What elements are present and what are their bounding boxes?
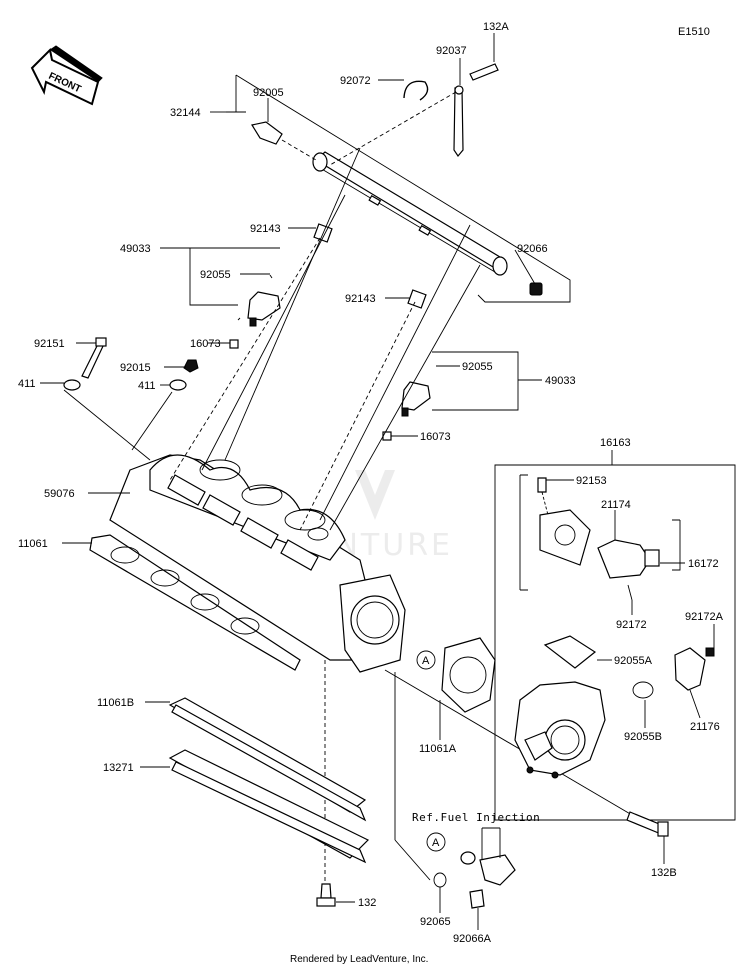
cap-92066 <box>529 282 543 296</box>
label-92055-b: 92055 <box>462 361 493 373</box>
label-132: 132 <box>358 897 376 909</box>
bracket-49033-left <box>189 247 280 306</box>
label-92172A: 92172A <box>685 611 724 623</box>
label-92143-b: 92143 <box>345 293 376 305</box>
label-59076: 59076 <box>44 488 75 500</box>
gasket-11061A <box>441 637 496 713</box>
label-11061: 11061 <box>18 538 48 550</box>
fuel-rail-group <box>226 74 571 303</box>
fitting-92005 <box>251 121 283 145</box>
washer-411-b <box>169 379 187 391</box>
idle-speed-control-16172 <box>539 509 660 601</box>
injector-right <box>382 289 431 441</box>
label-11061A: 11061A <box>419 743 457 755</box>
callout-a-marker <box>416 650 436 670</box>
injector-left <box>229 223 333 349</box>
leader-lines <box>169 147 633 890</box>
label-92172: 92172 <box>616 619 647 631</box>
label-leaders <box>40 33 715 930</box>
label-92055A: 92055A <box>614 655 653 667</box>
callout-a-label: A <box>422 655 430 667</box>
label-92015: 92015 <box>120 362 151 374</box>
label-92065: 92065 <box>420 916 451 928</box>
bolt-132 <box>320 883 332 899</box>
nut-92015 <box>183 359 199 373</box>
intake-manifold-59076 <box>109 454 406 673</box>
label-13271: 13271 <box>103 762 134 774</box>
label-411-b: 411 <box>138 380 156 392</box>
fuel-rail <box>314 151 506 271</box>
label-92151: 92151 <box>34 338 65 350</box>
o-ring-92055B <box>632 681 654 699</box>
label-32144: 32144 <box>170 107 201 119</box>
actuator-21174 <box>597 539 651 579</box>
screw-92153 <box>537 477 547 493</box>
label-92143-a: 92143 <box>250 223 281 235</box>
gasket-92055A <box>543 635 597 669</box>
label-92005: 92005 <box>253 87 284 99</box>
diagram-code: E1510 <box>678 26 710 38</box>
label-49033-b: 49033 <box>545 375 576 387</box>
throttle-group-16163 <box>494 464 736 821</box>
clip-92072 <box>403 80 429 101</box>
callout-a-ref-label: A <box>432 837 440 849</box>
label-92055B: 92055B <box>624 731 662 743</box>
label-11061B: 11061B <box>97 697 134 709</box>
label-132B: 132B <box>651 867 677 879</box>
gasket-11061 <box>89 534 301 671</box>
credit-text: Rendered by LeadVenture, Inc. <box>290 954 428 965</box>
label-16073-a: 16073 <box>190 338 221 350</box>
throttle-body <box>514 681 606 779</box>
label-411-a: 411 <box>18 378 36 390</box>
washer-ref <box>460 851 476 865</box>
callout-a-ref-marker <box>426 832 446 852</box>
label-92066A: 92066A <box>453 933 492 945</box>
label-92037: 92037 <box>436 45 467 57</box>
fitting-92066A <box>469 889 485 909</box>
bracket-49033-right <box>432 351 519 411</box>
label-21174: 21174 <box>601 499 631 511</box>
label-92153: 92153 <box>576 475 607 487</box>
bolt-132A <box>469 63 499 81</box>
band-92037 <box>453 87 464 158</box>
part-labels: 132A 92037 92072 92005 32144 92143 92066… <box>18 21 724 945</box>
label-21176: 21176 <box>690 721 720 733</box>
label-92072: 92072 <box>340 75 371 87</box>
label-92066: 92066 <box>517 243 548 255</box>
washer-92065 <box>433 872 447 888</box>
label-16073-b: 16073 <box>420 431 451 443</box>
label-132A: 132A <box>483 21 509 33</box>
sensor-21176 <box>674 647 706 691</box>
label-16172: 16172 <box>688 558 719 570</box>
label-16163: 16163 <box>600 437 631 449</box>
washer-411-a <box>63 379 81 391</box>
label-49033-a: 49033 <box>120 243 151 255</box>
bolt-92151 <box>81 343 105 379</box>
front-arrow-icon: FRONT <box>30 45 103 106</box>
sensor-ref <box>479 854 516 886</box>
label-92055-a: 92055 <box>200 269 231 281</box>
ref-fuel-injection-label: Ref.Fuel Injection <box>412 811 540 824</box>
